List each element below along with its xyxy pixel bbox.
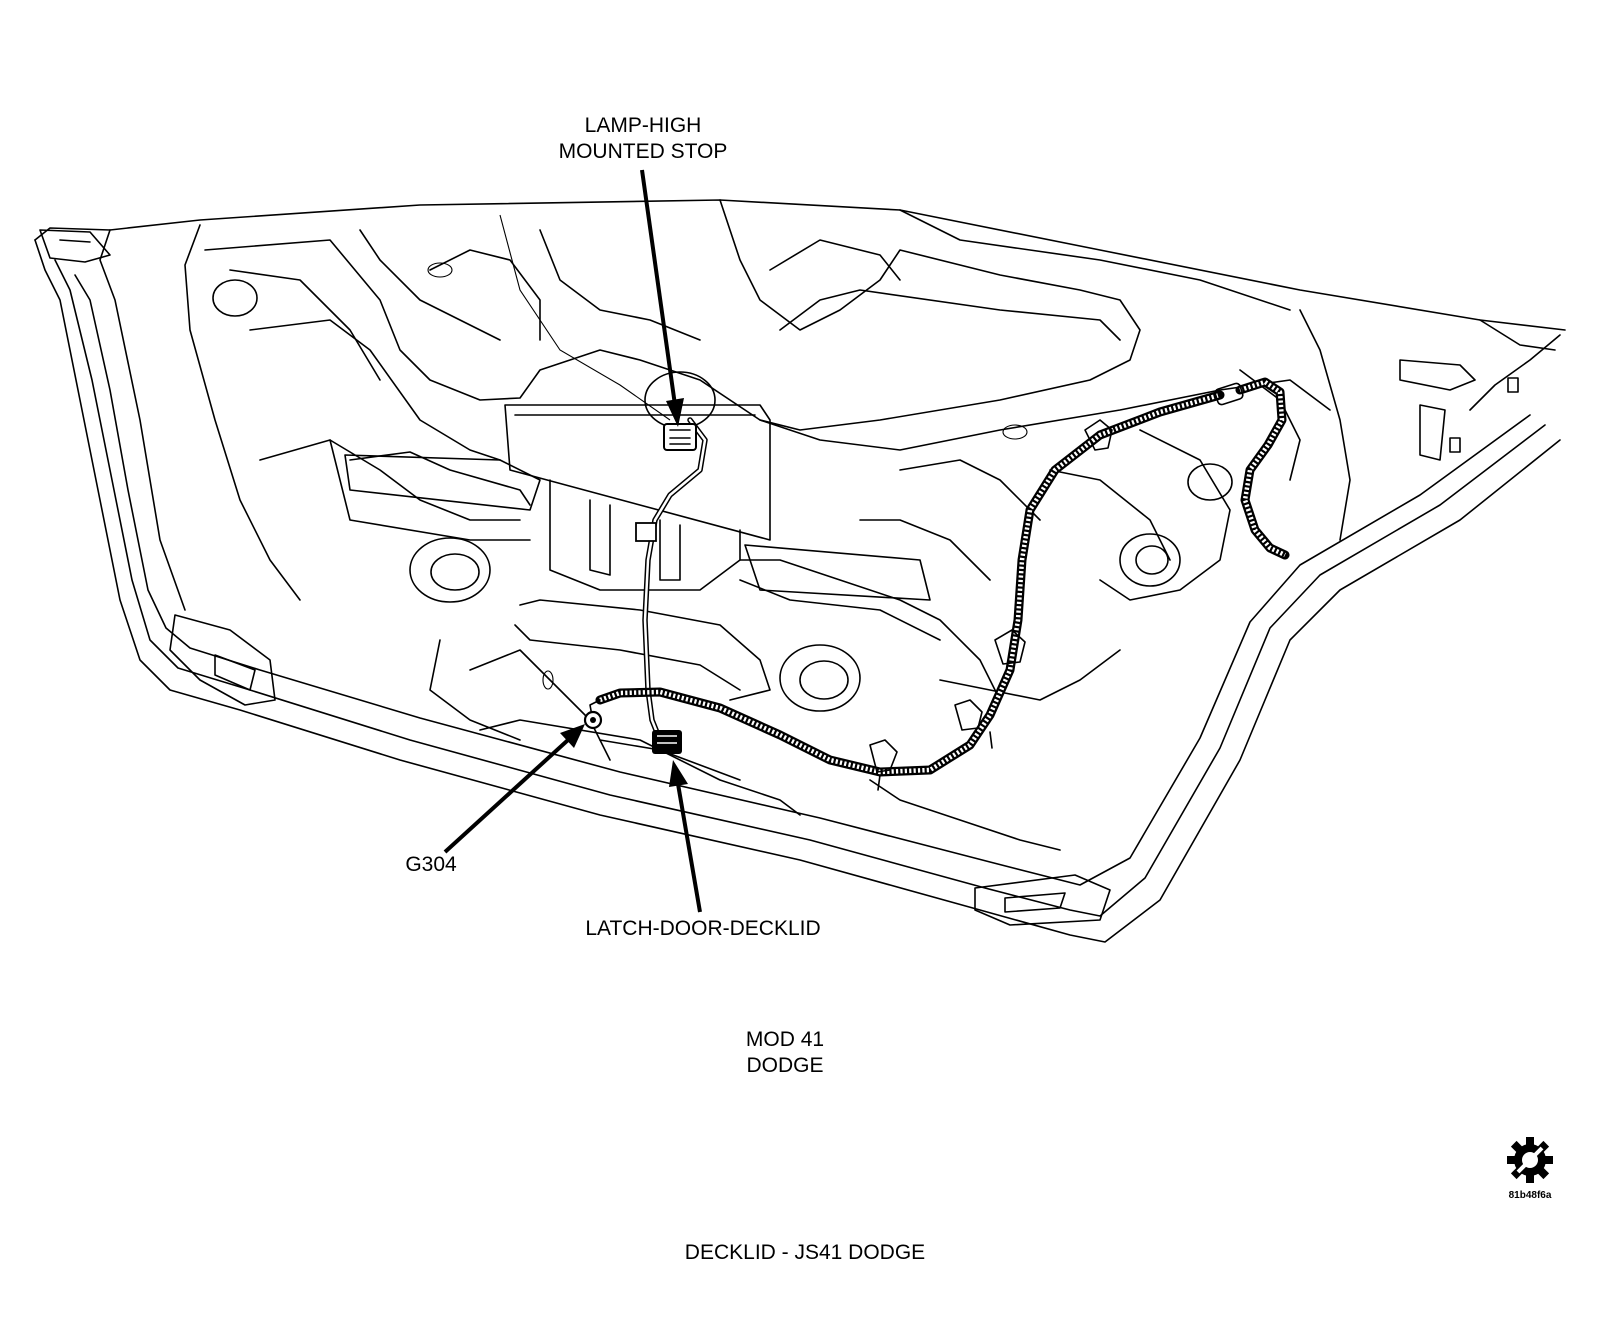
hinge-brackets [39, 229, 1519, 926]
callout-lamp-arrow [640, 169, 684, 427]
callout-latch-arrow [669, 760, 702, 913]
model-line1: MOD 41 [745, 1028, 825, 1051]
callout-g304-arrow [443, 724, 585, 854]
model-label: MOD 41 DODGE [720, 1027, 850, 1079]
harness-retainer-clip [635, 522, 657, 542]
gear-slash-logo-icon [1507, 1137, 1553, 1183]
lamp-label-line2: MOUNTED STOP [558, 140, 728, 163]
g304-label: G304 [405, 853, 457, 876]
image-code: 81b48f6a [1508, 1190, 1552, 1201]
latch-door-decklid-label: LATCH-DOOR-DECKLID [585, 917, 821, 940]
lamp-feed-wire [499, 214, 671, 421]
lamp-label-line1: LAMP-HIGH [584, 114, 702, 137]
harness-main [589, 377, 1290, 777]
access-holes [212, 262, 1233, 712]
lamp-connector [663, 423, 697, 451]
decklid-outline [34, 199, 1566, 943]
center-bracket [344, 404, 931, 601]
figure-caption: DECKLID - JS41 DODGE [684, 1241, 926, 1264]
latch-connector [652, 730, 682, 754]
g304-ground-eyelet [583, 710, 603, 730]
harness-clips [869, 419, 1113, 791]
model-line2: DODGE [746, 1054, 824, 1077]
lamp-high-mounted-stop-label: LAMP-HIGH MOUNTED STOP [545, 113, 741, 165]
